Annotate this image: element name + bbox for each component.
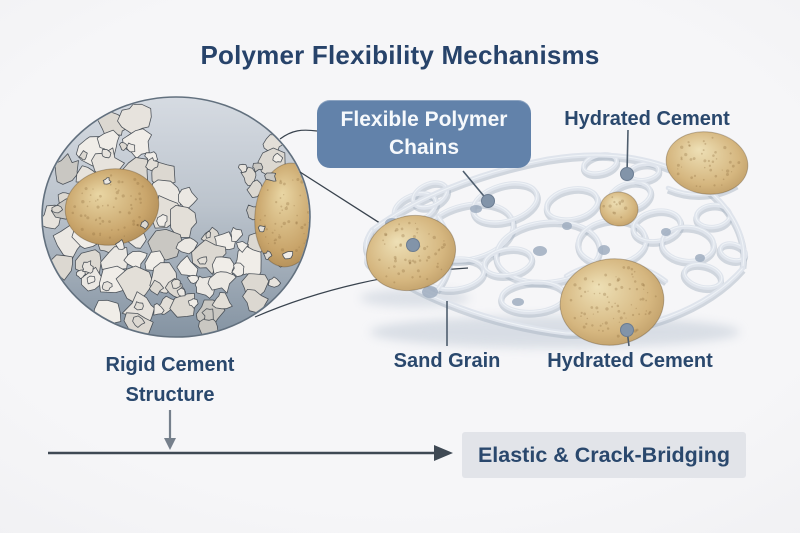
flexible-polymer-chains-callout: Flexible Polymer Chains xyxy=(317,100,531,168)
page-title: Polymer Flexibility Mechanisms xyxy=(200,40,600,70)
hydrated-cement-bottom-label: Hydrated Cement xyxy=(547,350,713,372)
elastic-crack-bridging-box: Elastic & Crack-Bridging xyxy=(462,432,746,478)
magnified-cement-inset xyxy=(41,96,311,338)
rigid-cement-structure-label: Rigid Cement Structure xyxy=(105,354,235,406)
polymer-web-illustration xyxy=(360,131,749,348)
flow-arrows xyxy=(48,410,453,461)
hydrated-cement-top-label: Hydrated Cement xyxy=(564,108,730,130)
callout-leader-lines xyxy=(406,129,634,347)
elastic-crack-bridging-label: Elastic & Crack-Bridging xyxy=(477,442,731,467)
flexible-polymer-chains-label: Flexible Polymer Chains xyxy=(340,107,508,159)
sand-grain-label: Sand Grain xyxy=(393,350,501,372)
